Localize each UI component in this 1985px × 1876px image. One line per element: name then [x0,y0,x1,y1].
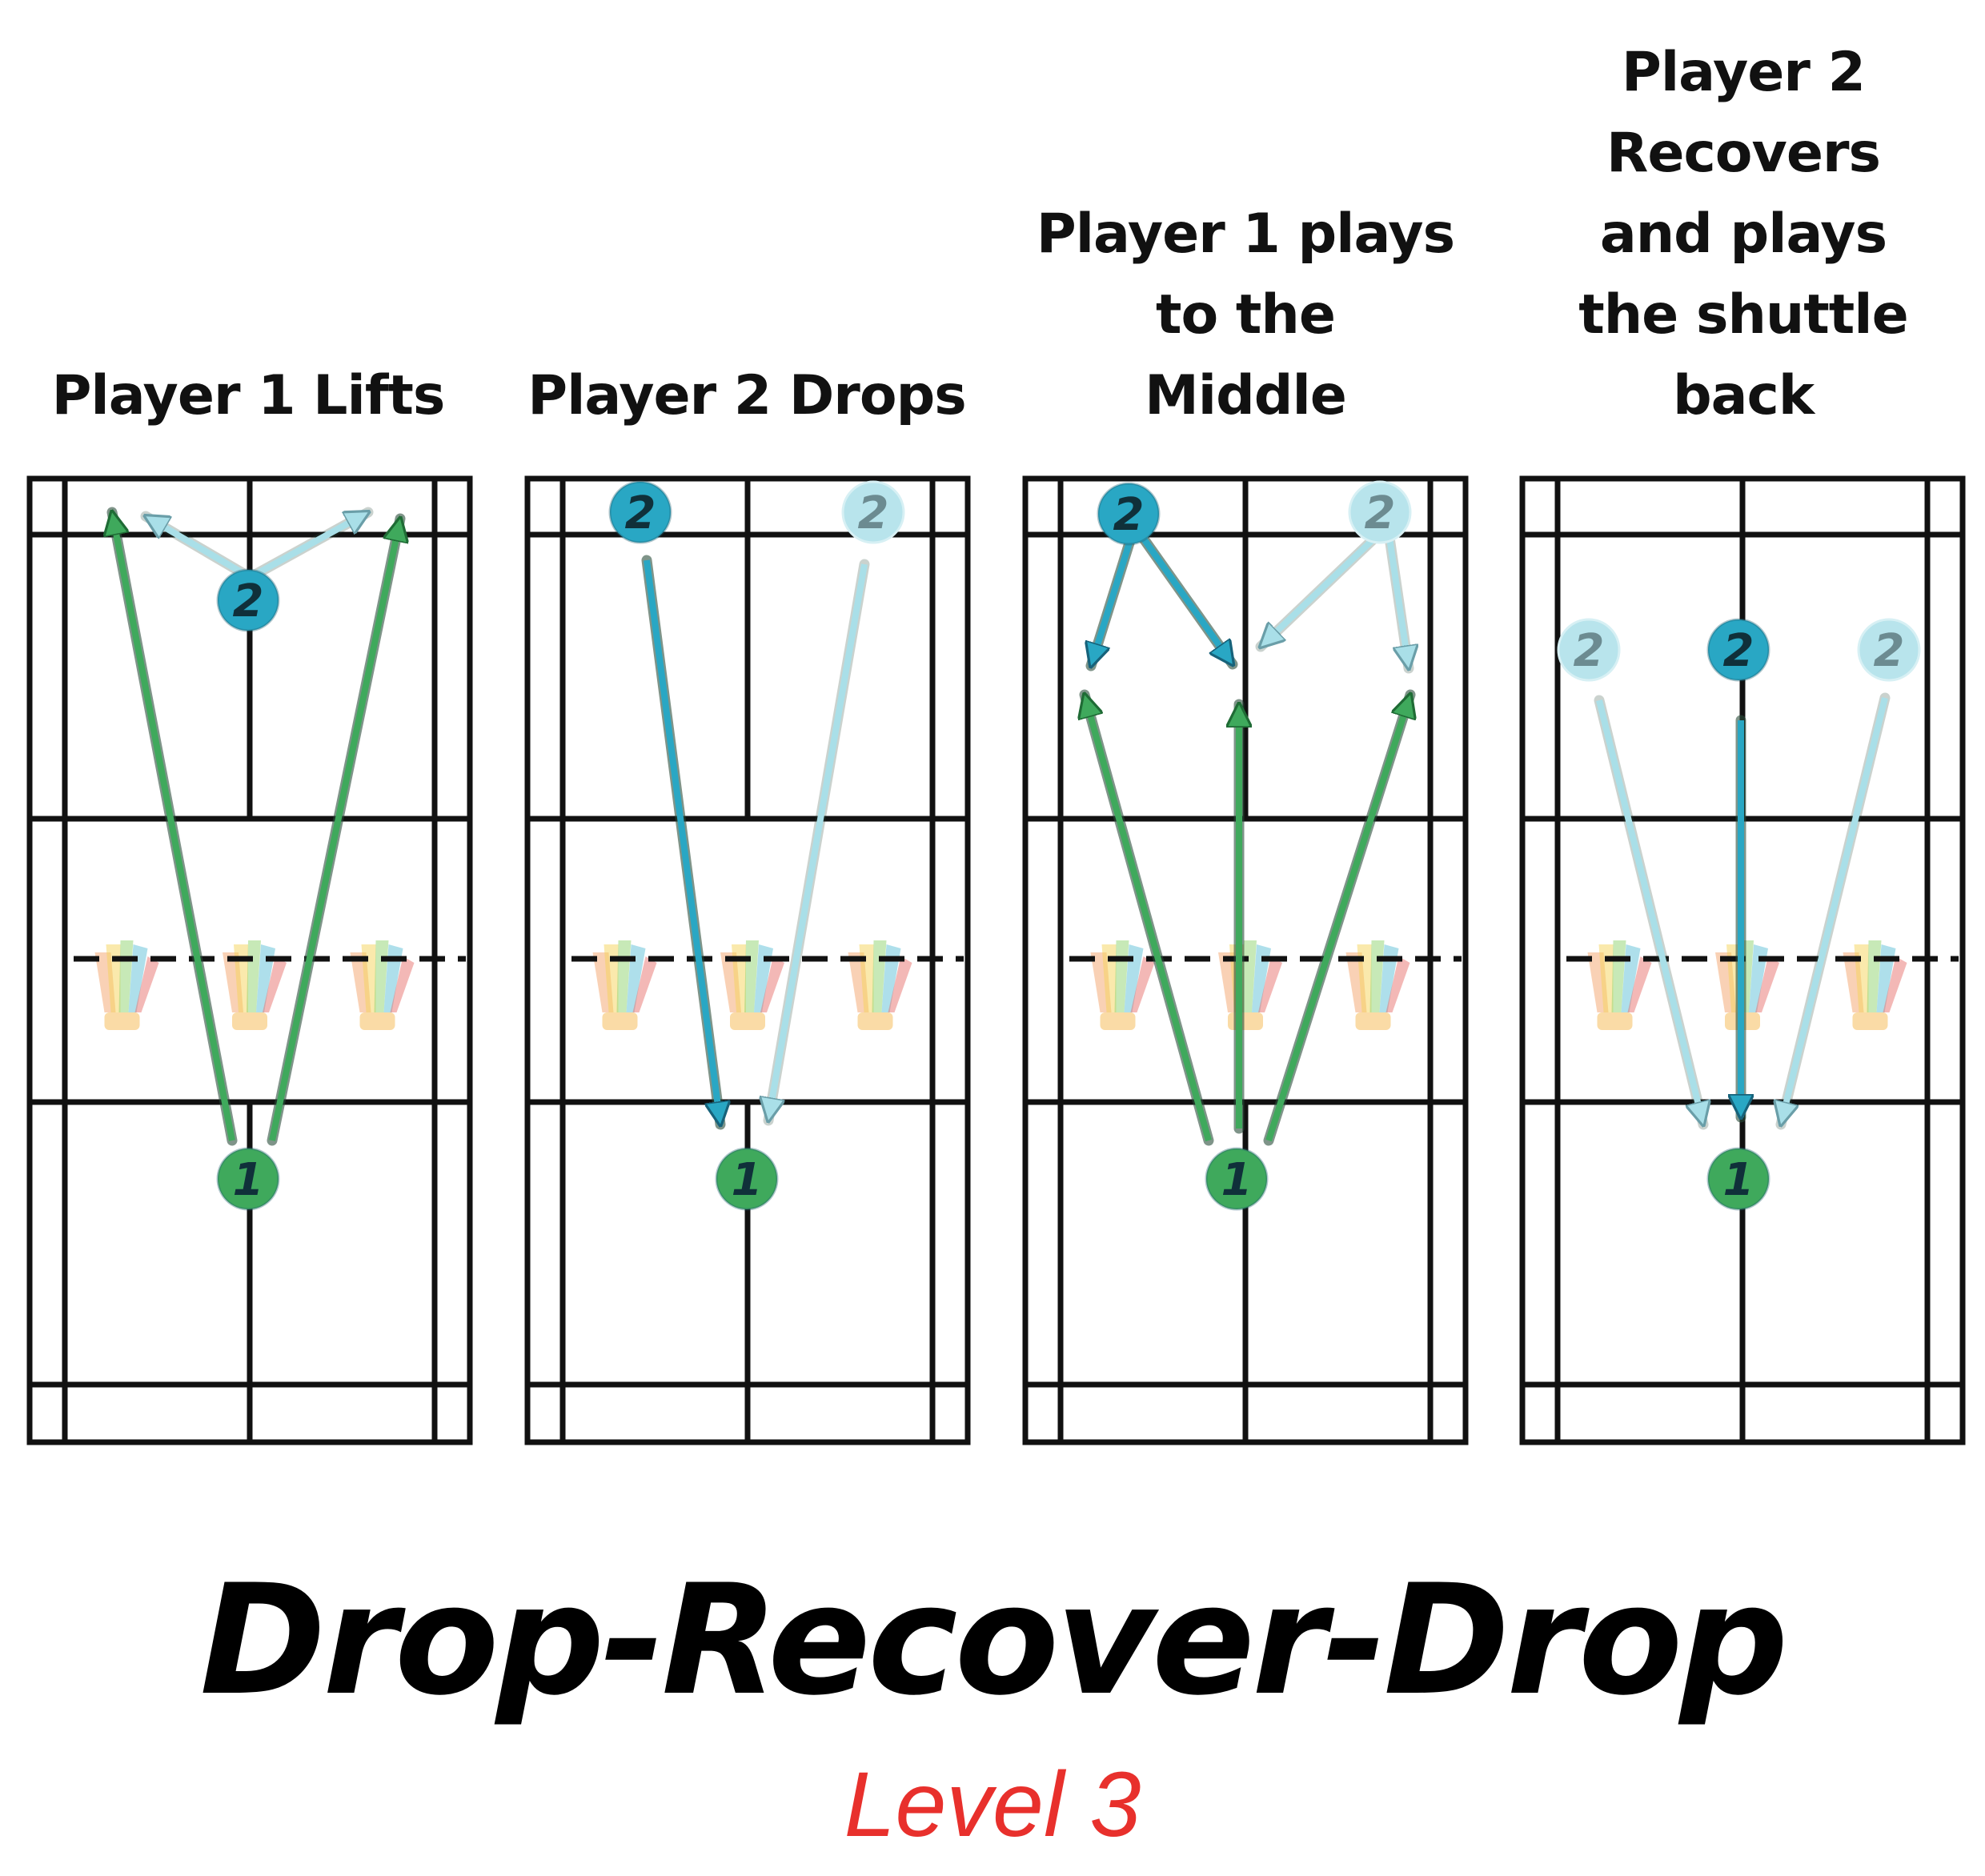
shot-arrow [251,509,368,579]
panel-title-1: Player 1 Lifts [0,0,496,436]
shot-arrow [1085,695,1212,1142]
shuttlecock-icon [94,940,159,1030]
shot-arrow [1596,699,1703,1124]
player-number: 2 [1574,625,1605,677]
shot-arrow [644,559,720,1124]
player-number: 2 [1723,625,1754,677]
shot-arrow [269,519,400,1141]
shot-arrow [1140,535,1233,664]
player-number: 2 [1365,487,1396,539]
panel-title-line: back [1672,364,1815,427]
player-number: 1 [233,1154,264,1206]
shuttlecock-icon [1587,940,1652,1030]
courts-diagram: 2 1 2 2 1 2 2 1 2 2 2 1 [26,475,1966,1445]
shot-arrow [146,513,251,579]
panel-title-line: Player 2 [1622,41,1866,104]
court-2 [524,475,971,1445]
panel-title-line: Player 1 plays [1036,202,1455,266]
shuttlecock-icon [350,940,415,1030]
player-number: 2 [625,487,656,539]
player-2-marker: 2 [1857,618,1921,682]
shot-arrow [1261,530,1383,647]
shuttlecock-icon [1715,940,1779,1030]
shot-arrow [1781,697,1888,1124]
player-number: 1 [732,1154,763,1206]
panel-title-4: Player 2 Recovers and plays the shuttle back [1495,0,1985,436]
shuttlecock-icon [592,940,657,1030]
shuttlecock-icon [223,940,287,1030]
player-2-marker: 2 [841,480,905,544]
panel-title-line: Middle [1145,364,1347,427]
panel-title-line: Player 2 Drops [527,364,966,427]
shuttlecock-icon [848,940,912,1030]
player-number: 2 [858,487,889,539]
shot-arrow [1091,536,1134,666]
player-2-marker: 2 [216,568,280,632]
shuttlecock-icon [720,940,784,1030]
shuttlecock-icon [1345,940,1410,1030]
player-number: 1 [1723,1154,1754,1206]
player-2-marker: 2 [608,480,672,544]
panel-title-line: and plays [1599,202,1887,266]
player-1-marker: 1 [1706,1147,1770,1211]
shot-arrow [1385,531,1409,668]
panel-title-line: the shuttle [1578,283,1908,347]
player-number: 2 [233,575,264,627]
player-2-marker: 2 [1097,482,1161,546]
player-2-marker: 2 [1348,480,1412,544]
player-1-marker: 1 [715,1147,779,1211]
shot-arrow [1265,695,1410,1142]
shot-arrow [112,512,235,1141]
player-2-marker: 2 [1706,618,1770,682]
player-1-marker: 1 [216,1147,280,1211]
player-number: 2 [1874,625,1905,677]
panel-title-line: to the [1156,283,1336,347]
shuttlecock-icon [1218,940,1282,1030]
player-2-marker: 2 [1557,618,1621,682]
player-1-marker: 1 [1205,1147,1269,1211]
drill-title: Drop-Recover-Drop [199,1552,1789,1729]
shot-arrow [768,563,868,1120]
level-subtitle: Level 3 [844,1754,1141,1856]
shuttlecock-icon [1843,940,1907,1030]
panel-title-line: Recovers [1606,122,1881,185]
panel-title-line: Player 1 Lifts [51,364,446,427]
shuttlecock-icon [1090,940,1155,1030]
player-number: 1 [1221,1154,1253,1206]
court-3 [1022,475,1469,1445]
panel-title-2: Player 2 Drops [499,0,995,436]
player-number: 2 [1113,489,1145,541]
